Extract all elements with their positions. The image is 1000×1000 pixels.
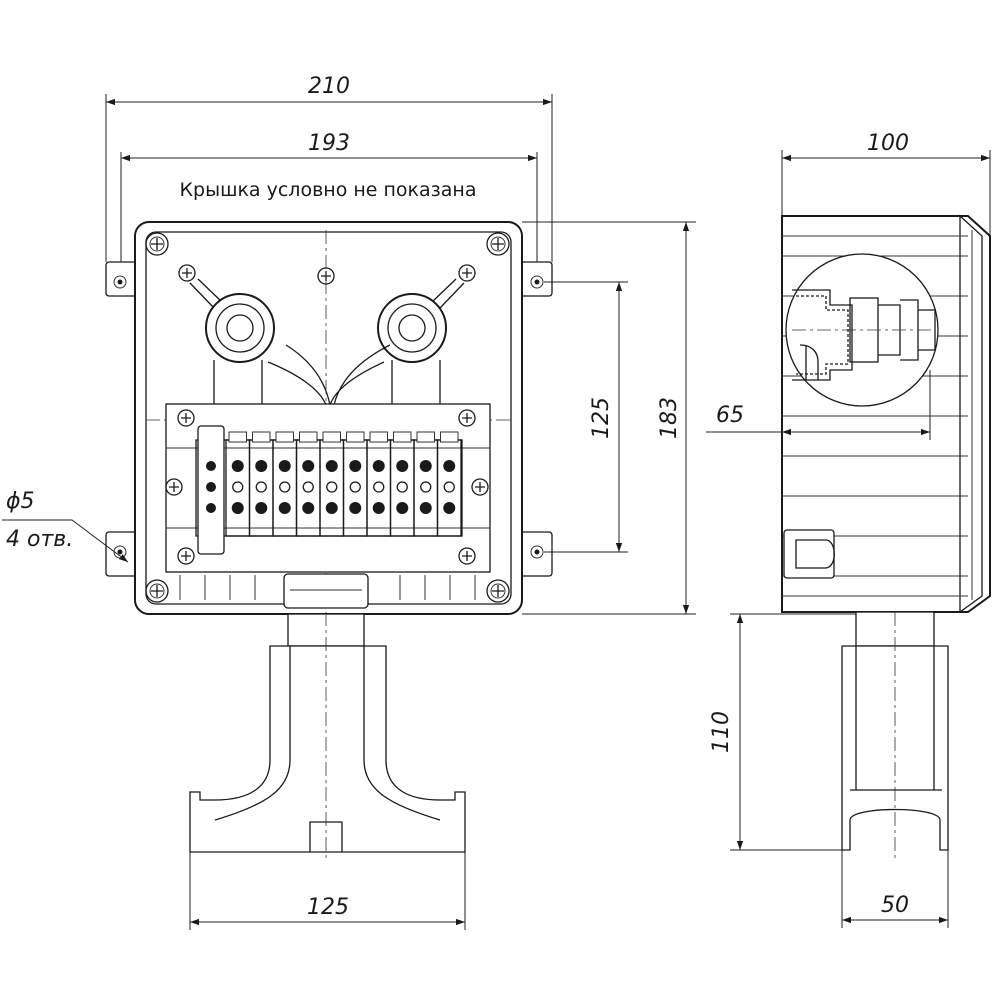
corner-screw-br <box>486 579 510 603</box>
cover-note: Крышка условно не показана <box>180 179 477 201</box>
bottom-entry <box>283 573 369 609</box>
dim-overall-width: 210 <box>105 74 553 262</box>
dim-side-depth: 100 <box>781 131 991 236</box>
dim-overall-height-label: 183 <box>657 397 682 439</box>
dim-side-offset: 65 <box>706 370 931 440</box>
side-view: 100 65 110 50 <box>706 131 991 928</box>
gland-arm-left <box>189 278 223 309</box>
plate-screw-tr <box>458 409 476 427</box>
dim-side-depth-label: 100 <box>867 131 909 156</box>
bottom-ribs <box>179 575 476 600</box>
plate-screw-ml <box>165 478 183 496</box>
terminal-module <box>413 431 439 537</box>
dim-bracket-width-label: 125 <box>307 895 349 920</box>
dim-side-offset-label: 65 <box>716 403 744 428</box>
dim-mount-spacing-label: 125 <box>589 397 614 439</box>
dim-overall-height: 183 <box>522 221 696 615</box>
wire-channels <box>213 344 441 406</box>
mounting-ear-bottom-left <box>105 531 139 577</box>
top-screw-left <box>178 264 196 282</box>
dim-bracket-height-label: 110 <box>709 711 734 753</box>
terminal-module <box>436 431 462 537</box>
plate-screw-br <box>458 547 476 565</box>
terminal-module <box>295 431 321 537</box>
front-view: 210 193 Крышка условно не показана 183 1… <box>2 74 696 930</box>
corner-screw-bl <box>145 579 169 603</box>
top-screw-right <box>458 264 476 282</box>
dim-inner-width-label: 193 <box>308 131 350 156</box>
dim-inner-width: 193 <box>120 131 538 262</box>
terminal-block <box>195 425 463 555</box>
hole-count-label: 4 отв. <box>6 527 73 552</box>
mounting-ear-top-left <box>105 261 139 297</box>
plate-screw-bl <box>177 547 195 565</box>
cable-gland-right <box>377 293 447 363</box>
dim-bracket-width: 125 <box>189 852 466 930</box>
plate-screw-tl <box>177 409 195 427</box>
dim-bracket-depth: 50 <box>841 850 949 928</box>
hole-size-label: ϕ5 <box>6 489 35 514</box>
corner-screw-tr <box>486 232 510 256</box>
mounting-bracket <box>189 613 466 853</box>
gland-arm-right <box>431 278 465 309</box>
hole-callout: ϕ5 4 отв. <box>2 489 129 563</box>
plate-screw-mr <box>471 478 489 496</box>
dim-bracket-height: 110 <box>709 613 856 851</box>
cable-gland-left <box>205 293 275 363</box>
side-latch <box>783 529 835 579</box>
mounting-ear-top-right <box>519 261 553 297</box>
mounting-ear-bottom-right <box>519 531 553 577</box>
terminal-module <box>366 431 392 537</box>
dim-overall-width-label: 210 <box>308 74 350 99</box>
dim-bracket-depth-label: 50 <box>881 893 909 918</box>
corner-screw-tl <box>145 232 169 256</box>
dim-mount-spacing: 125 <box>544 281 628 553</box>
gland-detail <box>785 253 939 407</box>
